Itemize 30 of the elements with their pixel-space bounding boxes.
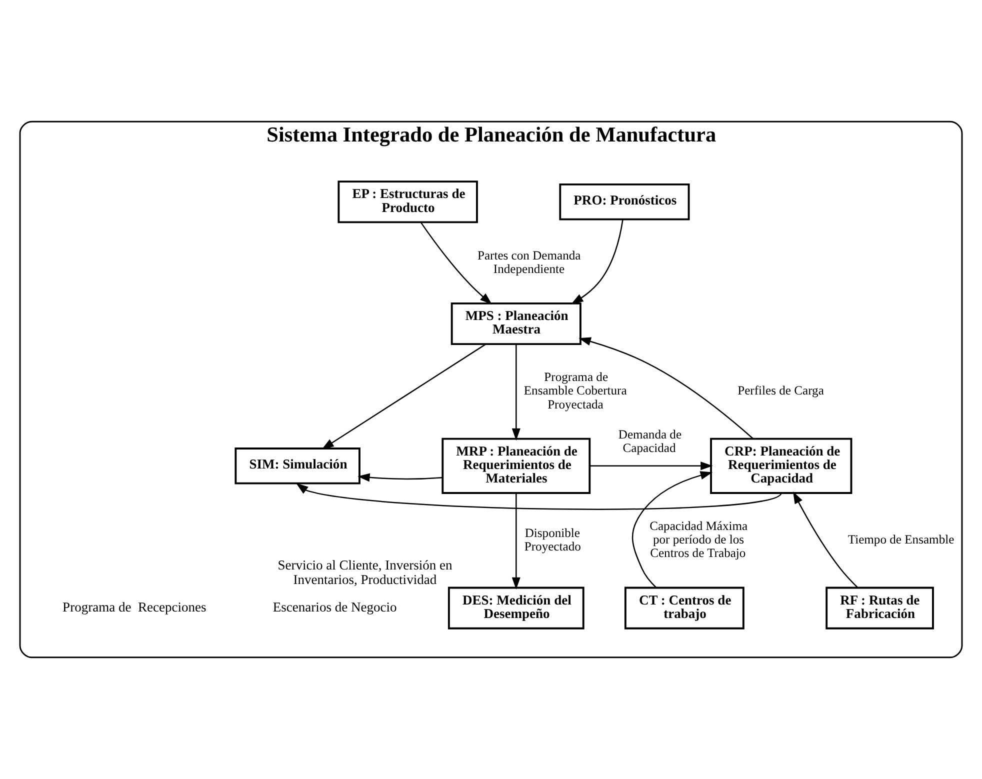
node-label: Servicio al Cliente, Inversión en Inventarios, Productividad: [278, 558, 452, 588]
node-box: MPS : Planeación Maestra: [450, 302, 582, 346]
arrow: [322, 344, 486, 450]
arrow: [571, 219, 624, 304]
edge-label: Partes con Demanda Independiente: [477, 248, 581, 276]
arrow: [578, 337, 754, 440]
node-box: PRO: Pronósticos: [559, 184, 690, 220]
label: Escenarios de Negocio: [272, 600, 397, 615]
arrow: [793, 491, 858, 588]
edge-label: Perfiles de Carga: [738, 384, 824, 398]
arrow: [420, 222, 492, 304]
edge-label: Demanda de Capacidad: [618, 427, 682, 455]
edge-label: Disponible Proyectado: [524, 526, 581, 554]
arrow: [512, 344, 520, 441]
node-box: MRP : Planeación de Requerimientos de Materiales: [442, 438, 591, 494]
node-box: CRP: Planeación de Requerimientos de Capacidad: [710, 438, 852, 494]
node-box: CT : Centros de trabajo: [624, 586, 744, 630]
node-box: EP : Estructuras de Producto: [338, 180, 478, 224]
arrow: [358, 473, 442, 482]
arrow: [512, 493, 520, 590]
node-box: RF : Rutas de Fabricación: [826, 586, 934, 630]
node-box: SIM: Simulación: [234, 448, 360, 484]
arrow: [296, 483, 782, 510]
edge-label: Programa de Ensamble Cobertura Proyectada: [524, 370, 627, 412]
arrow: [590, 462, 713, 470]
edge-label: Capacidad Máxima por período de los Centros de Trabajo: [650, 519, 748, 560]
edge-label: Tiempo de Ensamble: [848, 532, 954, 547]
node-box: DES: Medición del Desempeño: [448, 586, 584, 630]
arrow: [632, 471, 713, 588]
label: Programa de Recepciones: [62, 600, 206, 615]
